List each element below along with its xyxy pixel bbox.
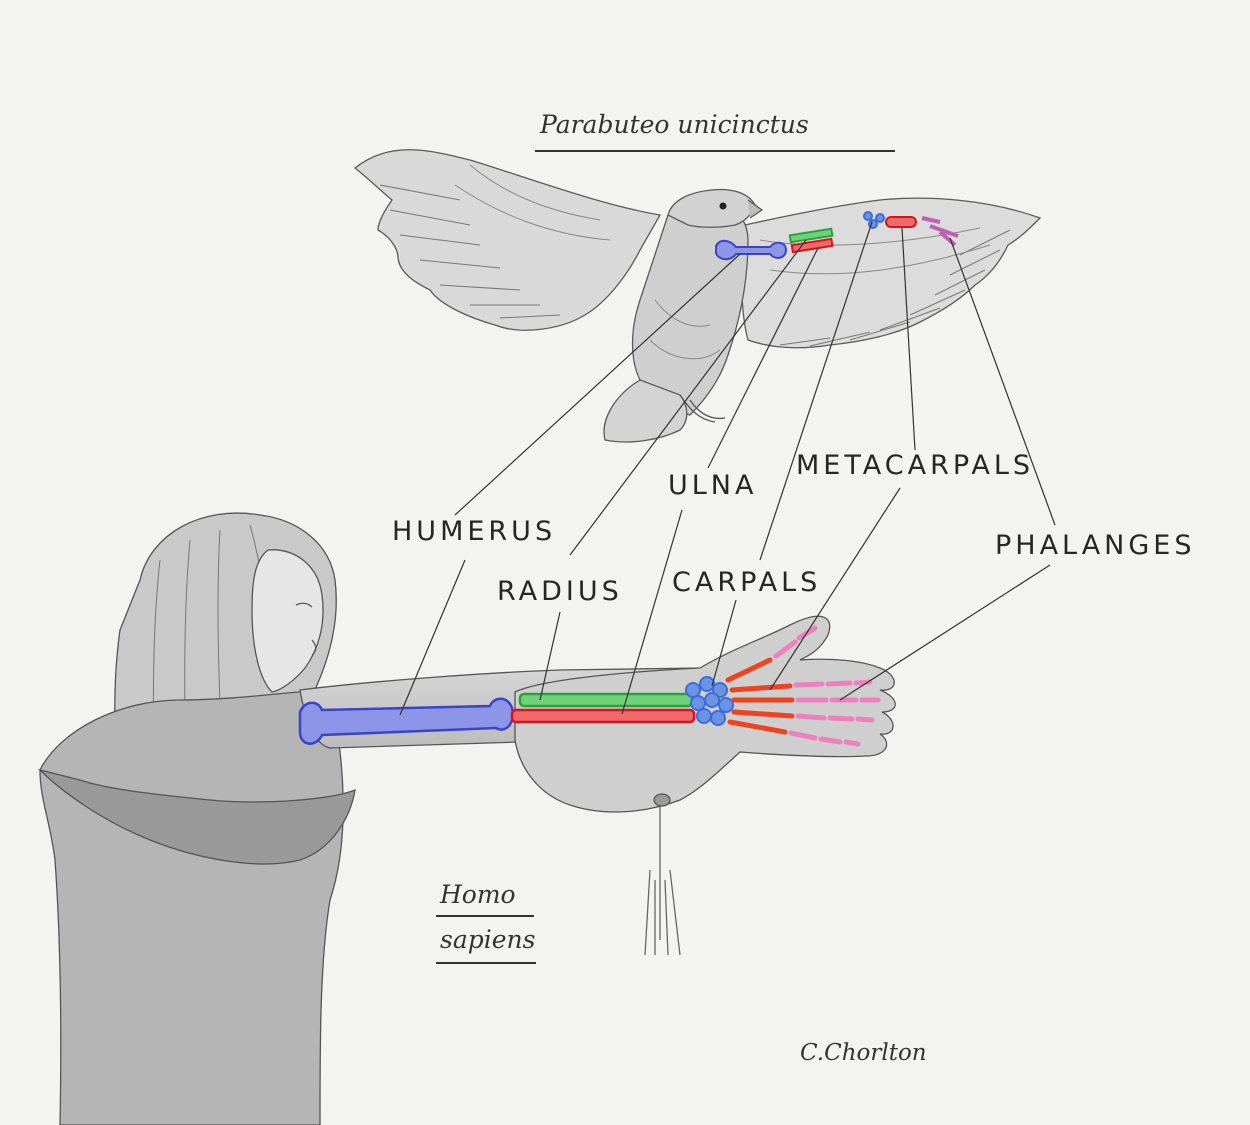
ulna-bone <box>510 708 696 724</box>
hawk-bones <box>715 211 959 261</box>
leader-lines <box>399 221 1056 716</box>
leader-carpals-bird <box>759 221 873 561</box>
leader-humerus-bird <box>454 253 741 516</box>
leader-carpals-human <box>711 599 737 687</box>
leader-metacarpals-bird <box>901 227 916 451</box>
bird-species-name: Parabuteo unicinctus <box>540 110 809 139</box>
label-phalanges: PHALANGES <box>995 530 1196 561</box>
leader-radius-bird <box>569 239 807 556</box>
radius-bone <box>518 692 694 708</box>
person-collar <box>37 768 356 865</box>
carpal-bones <box>685 676 734 726</box>
label-ulna: ULNA <box>668 470 758 501</box>
hawk-left-wing <box>353 149 662 331</box>
human-species-epithet: sapiens <box>440 925 536 954</box>
leader-ulna-bird <box>707 247 819 469</box>
leader-radius-human <box>539 611 561 701</box>
hawk-ulna-bone <box>790 237 834 254</box>
leader-humerus-human <box>399 559 466 716</box>
leader-metacarpals-human <box>769 487 901 691</box>
leader-phalanges-bird <box>949 237 1056 526</box>
glove-tassel <box>644 800 681 956</box>
human-genus-underline <box>436 915 534 917</box>
hawk-sketch <box>353 149 1042 443</box>
artist-signature: C.Chorlton <box>800 1040 927 1066</box>
person-sketch <box>37 512 896 1125</box>
person-bones <box>298 625 881 747</box>
hawk-beak <box>747 199 764 219</box>
label-metacarpals: METACARPALS <box>796 450 1035 481</box>
hawk-legs <box>679 394 726 423</box>
humerus-bone <box>298 697 515 745</box>
hawk-humerus-bone <box>715 239 788 261</box>
hawk-carpal-bone <box>863 211 873 221</box>
hawk-carpal-bone <box>875 213 885 223</box>
label-carpals: CARPALS <box>672 567 822 598</box>
metacarpal-bones <box>725 657 795 735</box>
person-dress <box>39 689 344 1125</box>
leader-phalanges-human <box>839 564 1051 701</box>
leader-ulna-human <box>621 509 683 715</box>
hawk-metacarpal-bone <box>885 216 917 228</box>
human-species-genus: Homo <box>440 880 516 909</box>
hawk-eye <box>719 202 727 210</box>
person-face <box>251 549 324 693</box>
hawk-radius-bone <box>788 227 834 244</box>
human-epithet-underline <box>436 962 536 964</box>
hawk-head <box>667 188 756 228</box>
bird-species-underline <box>535 150 895 152</box>
label-radius: RADIUS <box>497 576 623 607</box>
phalanx-bones <box>773 625 881 747</box>
hawk-phalanges-bone <box>921 216 959 247</box>
label-humerus: HUMERUS <box>392 516 557 547</box>
